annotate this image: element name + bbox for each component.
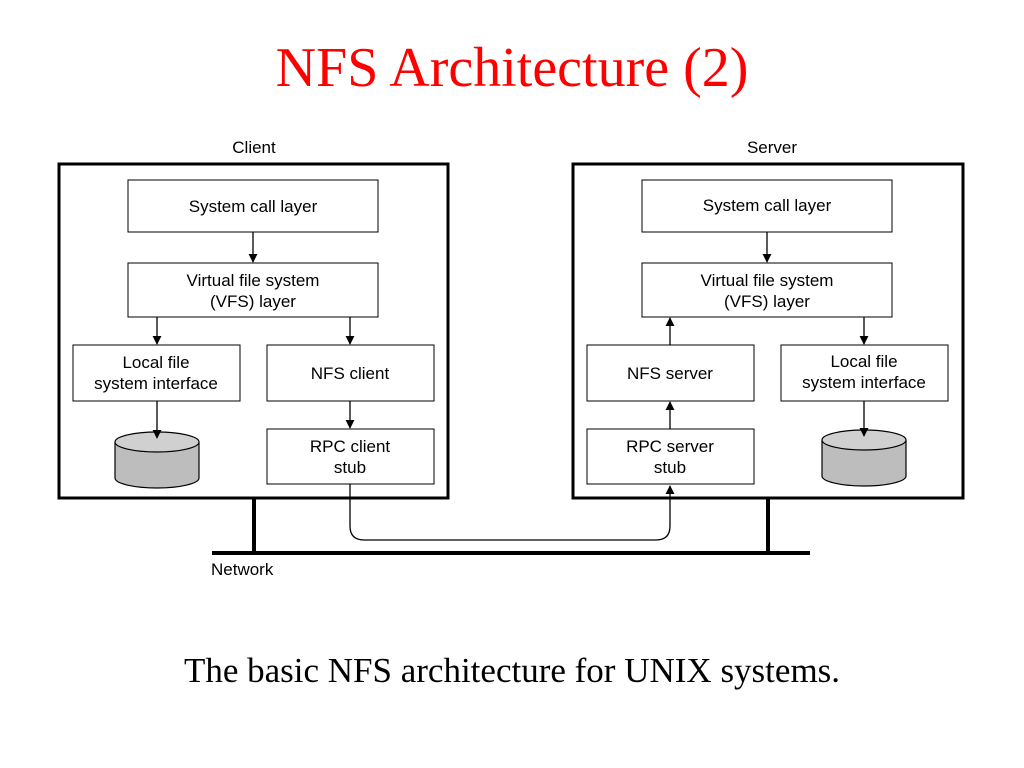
client-local-fs-label-line1: Local file [122, 353, 189, 372]
server-local-fs-label-line1: Local file [830, 352, 897, 371]
server-local-fs-label-line2: system interface [802, 373, 926, 392]
client-vfs-layer: Virtual file system (VFS) layer [127, 262, 379, 318]
rpc-client-stub-box: RPC client stub [266, 428, 435, 485]
server-vfs-layer: Virtual file system (VFS) layer [641, 262, 893, 318]
server-vfs-label-line2: (VFS) layer [724, 292, 810, 311]
client-vfs-label-line1: Virtual file system [187, 271, 320, 290]
rpc-server-stub-box: RPC server stub [586, 428, 755, 485]
rpc-client-stub-label-line2: stub [334, 458, 366, 477]
nfs-client-label: NFS client [311, 364, 390, 383]
nfs-server-box: NFS server [586, 344, 755, 402]
server-label: Server [747, 138, 797, 157]
rpc-client-stub-label-line1: RPC client [310, 437, 391, 456]
nfs-server-label: NFS server [627, 364, 713, 383]
client-local-fs-label-line2: system interface [94, 374, 218, 393]
slide-caption: The basic NFS architecture for UNIX syst… [183, 651, 841, 690]
server-system-call-layer: System call layer [641, 179, 893, 233]
client-vfs-label-line2: (VFS) layer [210, 292, 296, 311]
client-system-call-label: System call layer [189, 197, 318, 216]
rpc-server-stub-label-line2: stub [654, 458, 686, 477]
rpc-server-stub-label-line1: RPC server [626, 437, 714, 456]
client-local-fs-interface: Local file system interface [72, 344, 241, 402]
server-local-fs-interface: Local file system interface [780, 344, 949, 402]
client-disk-icon [114, 431, 200, 489]
slide-title: NFS Architecture (2) [275, 37, 749, 99]
client-label: Client [232, 138, 276, 157]
server-disk-icon [821, 429, 907, 487]
server-system-call-label: System call layer [703, 196, 832, 215]
client-system-call-layer: System call layer [127, 179, 379, 233]
rpc-message-path [349, 484, 675, 541]
server-vfs-label-line1: Virtual file system [701, 271, 834, 290]
network-label: Network [211, 560, 274, 579]
nfs-client-box: NFS client [266, 344, 435, 402]
